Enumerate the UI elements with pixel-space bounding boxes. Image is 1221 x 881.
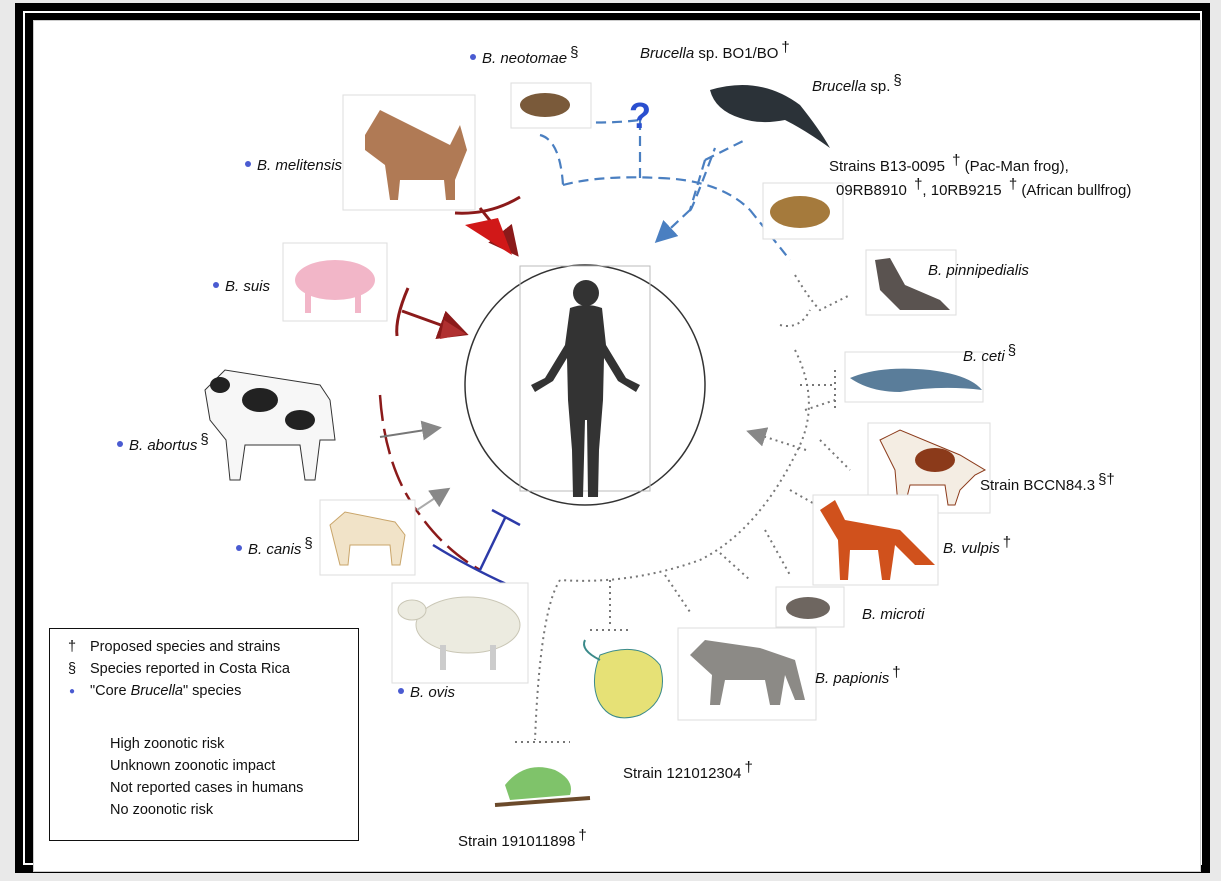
sheep-icon — [392, 583, 528, 683]
b-vulpis-label: B. vulpis† — [943, 540, 1011, 557]
b-canis-label: B. canis§ — [236, 541, 313, 558]
stingray-icon — [584, 640, 663, 718]
b-microti-label: B. microti — [862, 606, 925, 623]
b-ceti-label: B. ceti§ — [963, 348, 1016, 365]
b-melitensis-label: B. melitensis — [245, 157, 342, 174]
strain-191-label: Strain 191011898† — [458, 833, 587, 850]
chameleon-icon — [495, 767, 590, 805]
unknown-impact-tree — [540, 120, 790, 260]
brucella-sp-label: Brucella sp.§ — [812, 78, 902, 95]
human-silhouette-icon — [531, 280, 640, 497]
canis-arrow — [417, 490, 447, 510]
abortus-arrow — [380, 428, 438, 437]
ovis-t-bar — [492, 510, 520, 525]
frog-strains-line1: Strains B13-0095 † (Pac-Man frog), — [829, 158, 1069, 175]
goat-icon — [343, 95, 475, 210]
ovis-t-stem — [480, 518, 505, 570]
question-mark: ? — [629, 95, 651, 137]
brucella-bo-label: Brucella sp. BO1/BO† — [640, 45, 790, 62]
seal-icon — [866, 250, 956, 315]
b-abortus-label: B. abortus§ — [117, 437, 209, 454]
mouse-icon — [511, 83, 591, 128]
b-ovis-label: B. ovis — [398, 684, 455, 701]
b-suis-label: B. suis — [213, 278, 270, 295]
b-papionis-label: B. papionis† — [815, 670, 901, 687]
vole-icon — [776, 587, 844, 627]
strain-121-label: Strain 121012304† — [623, 765, 753, 782]
pig-icon — [283, 243, 387, 321]
strain-bccn-label: Strain BCCN84.3§† — [980, 477, 1115, 494]
ovis-line — [433, 545, 515, 588]
fox-icon — [813, 495, 938, 585]
frog-icon — [763, 183, 843, 239]
b-neotomae-label: B. neotomae§ — [470, 50, 578, 67]
legend: †Proposed species and strains §Species r… — [49, 628, 359, 841]
dog-icon — [320, 500, 415, 575]
frog-strains-line2: 09RB8910 †, 10RB9215 † (African bullfrog… — [836, 182, 1131, 199]
b-pinnipedialis-label: B. pinnipedialis — [928, 262, 1029, 279]
baboon-icon — [678, 628, 816, 720]
cow-icon — [198, 363, 343, 483]
